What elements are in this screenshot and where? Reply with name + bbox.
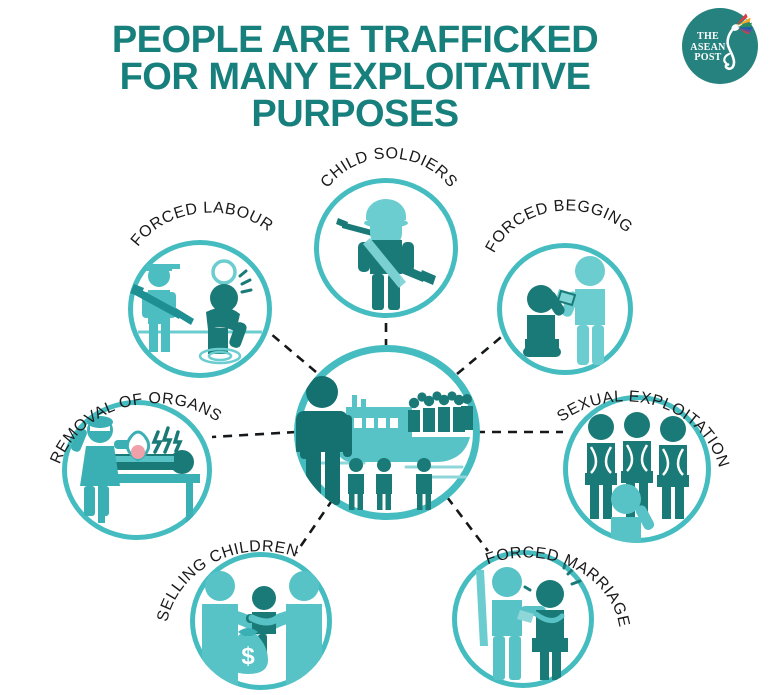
child-soldier-icon: [314, 178, 458, 318]
the-asean-post-logo[interactable]: THE ASEAN POST: [682, 8, 758, 84]
title-line-3: PURPOSES: [251, 93, 459, 135]
node-forced-labour[interactable]: [128, 240, 272, 378]
logo-line-3: POST: [694, 52, 722, 63]
hummingbird-icon: [723, 13, 753, 71]
node-selling-children[interactable]: $: [190, 552, 332, 690]
forced-labour-icon: [128, 240, 272, 378]
node-removal-of-organs[interactable]: [62, 400, 212, 540]
sexual-exploitation-icon: [563, 395, 711, 543]
organ-removal-icon: [62, 400, 212, 540]
node-child-soldiers[interactable]: [314, 178, 458, 318]
selling-children-icon: $: [190, 552, 332, 690]
node-sexual-exploitation[interactable]: [563, 395, 711, 543]
title-line-1: PEOPLE ARE TRAFFICKED: [111, 19, 599, 61]
hub-human-trafficking[interactable]: [294, 345, 480, 520]
node-forced-marriage[interactable]: [452, 550, 594, 688]
trafficking-boat-icon: [294, 345, 480, 520]
forced-begging-icon: [497, 243, 633, 375]
logo-line-2: ASEAN: [690, 41, 726, 53]
logo-wordmark: THE ASEAN POST: [689, 31, 727, 64]
node-forced-begging[interactable]: [497, 243, 633, 375]
trafficker-figure: [296, 376, 352, 505]
page-title: PEOPLE ARE TRAFFICKED FOR MANY EXPLOITAT…: [60, 19, 650, 135]
logo-line-1: THE: [696, 31, 720, 42]
connector-removal-of-organs: [211, 430, 297, 439]
forced-marriage-icon: [452, 550, 594, 688]
svg-text:$: $: [241, 643, 255, 670]
title-line-2: FOR MANY EXPLOITATIVE: [119, 56, 591, 98]
